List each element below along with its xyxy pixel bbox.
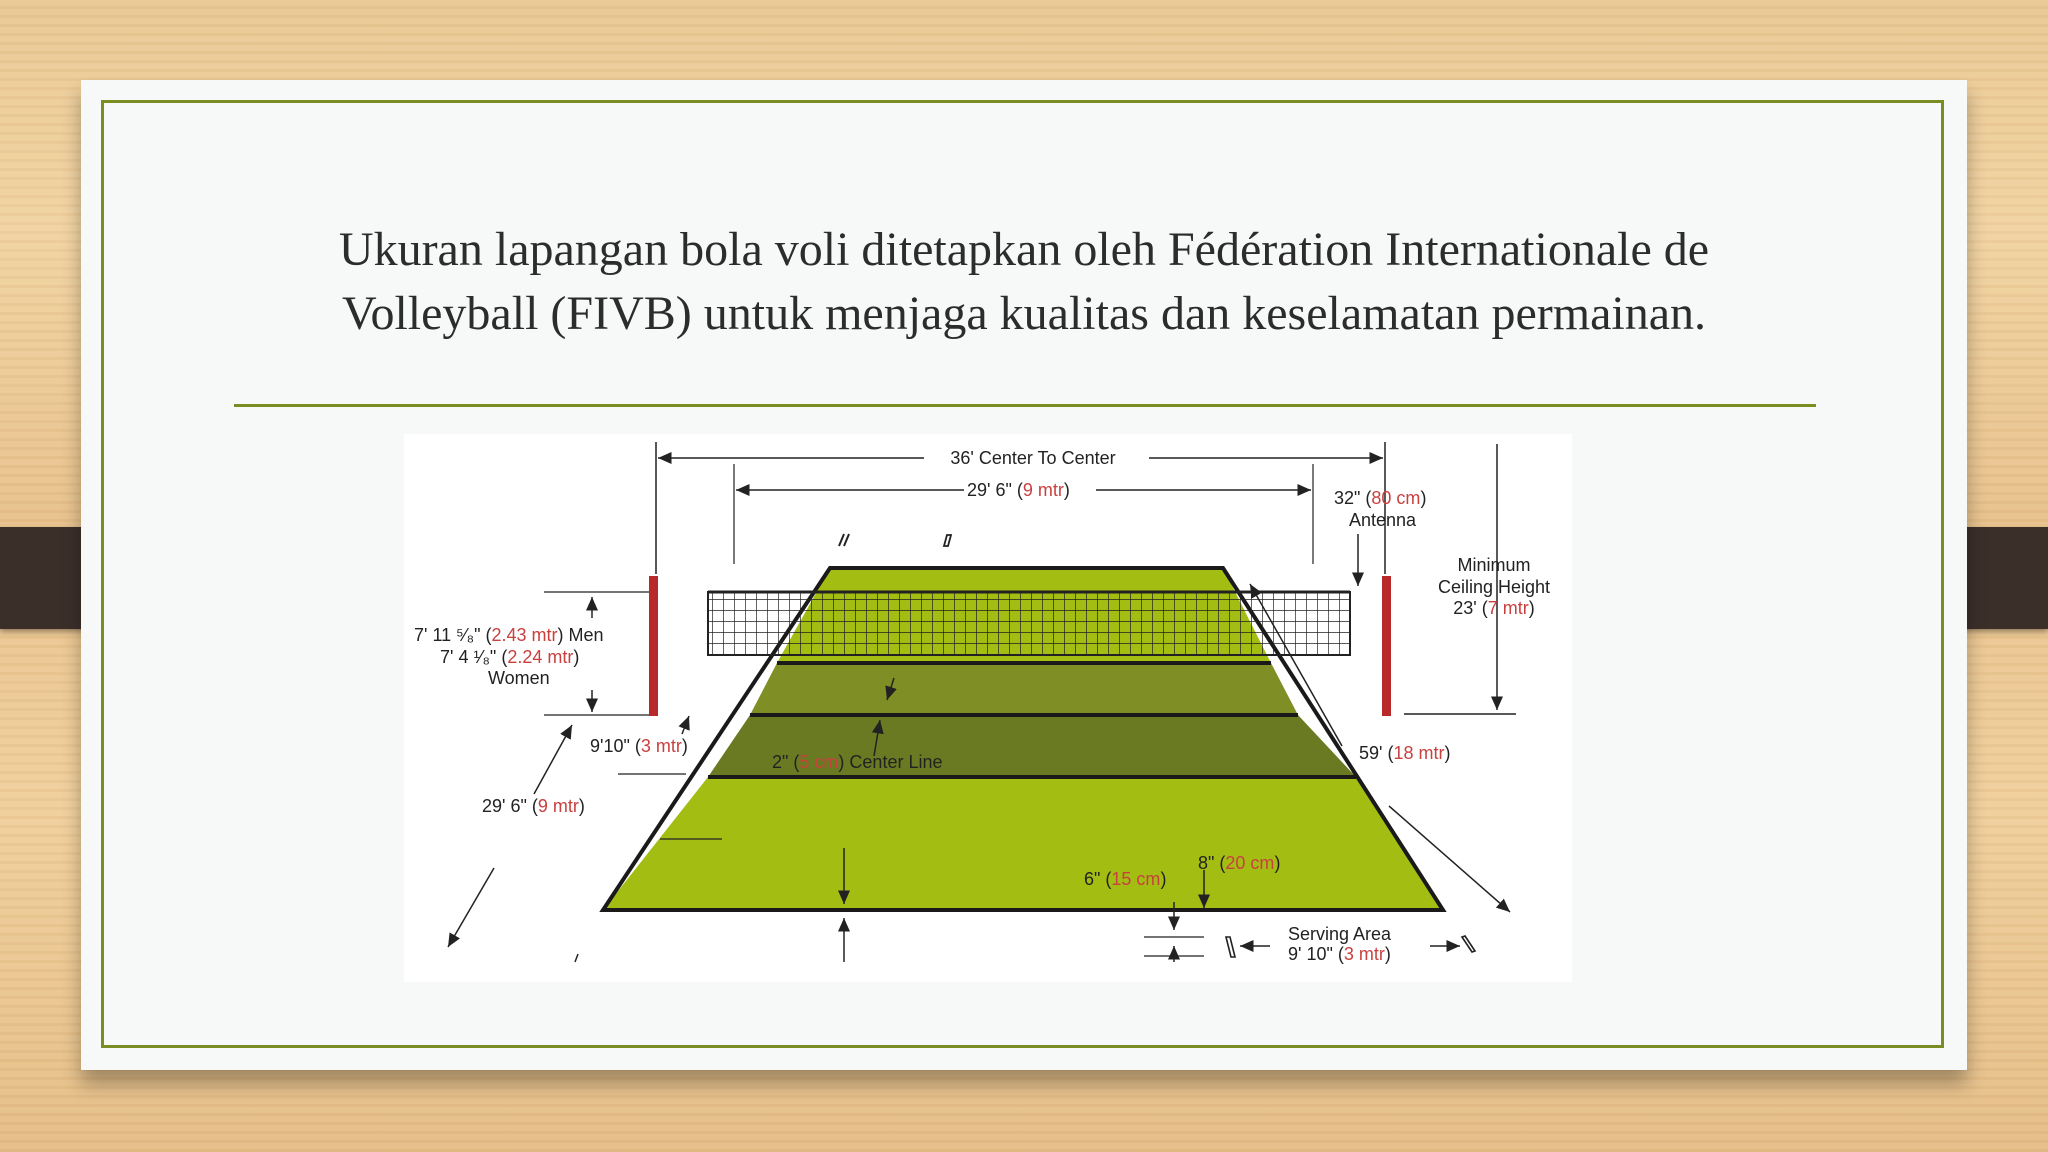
side-width-label: 29' 6" (9 mtr)	[482, 796, 585, 816]
center-to-center-label: 36' Center To Center	[950, 448, 1115, 468]
ceiling-height-value: 23' (7 mtr)	[1453, 598, 1534, 618]
serving-area-size: 9' 10" (3 mtr)	[1288, 944, 1391, 964]
attack-distance-arrow-up	[678, 715, 690, 735]
court-diagram-svg: 36' Center To Center 29' 6" (9 mtr) 32" …	[414, 442, 1550, 964]
title-divider	[234, 404, 1816, 407]
court-length-label: 59' (18 mtr)	[1359, 743, 1450, 763]
ceiling-line-2: Ceiling Height	[1438, 577, 1550, 597]
center-line-arrow-top	[885, 677, 897, 701]
court-outline	[599, 566, 1447, 912]
slide-title-line-2: Volleyball (FIVB) untuk menjaga kualitas…	[341, 287, 1707, 340]
center-line-arrow-bottom	[871, 719, 884, 757]
net-height-women-label: 7' 4 ¹⁄₈" (2.24 mtr)	[440, 647, 579, 667]
women-label: Women	[488, 668, 550, 688]
court-center-zone	[708, 715, 1356, 777]
antenna-mark-left	[838, 533, 850, 547]
ceiling-line-1: Minimum	[1457, 555, 1530, 575]
left-net-post	[649, 576, 658, 716]
eight-inch-label: 8" (20 cm)	[1198, 853, 1280, 873]
court-back-zone	[603, 777, 1443, 910]
net-height-men-label: 7' 11 ⁵⁄₈" (2.43 mtr) Men	[414, 625, 604, 645]
antenna-label: Antenna	[1349, 510, 1417, 530]
volleyball-court-diagram: 36' Center To Center 29' 6" (9 mtr) 32" …	[404, 434, 1572, 982]
length-arrow-down	[1388, 805, 1511, 913]
side-width-arrow-up	[533, 724, 573, 795]
serving-mark-left	[1224, 936, 1237, 958]
attack-line-distance-label: 9'10" (3 mtr)	[590, 736, 688, 756]
slide-frame-border	[101, 100, 1944, 1048]
serving-mark-right	[1460, 935, 1477, 953]
side-width-arrow-down	[447, 867, 495, 948]
antenna-height-label: 32" (80 cm)	[1334, 488, 1426, 508]
volleyball-net	[707, 591, 1351, 656]
slide-title-line-1: Ukuran lapangan bola voli ditetapkan ole…	[338, 223, 1710, 276]
center-line-label: 2" (5 cm) Center Line	[772, 752, 942, 772]
court-attack-zone	[750, 663, 1298, 715]
corner-tick	[574, 953, 579, 963]
length-arrow-up	[1249, 583, 1343, 747]
antenna-mark-right	[942, 534, 953, 547]
right-net-post	[1382, 576, 1391, 716]
width-label: 29' 6" (9 mtr)	[967, 480, 1070, 500]
slide-title: Ukuran lapangan bola voli ditetapkan ole…	[236, 218, 1812, 346]
serving-area-label: Serving Area	[1288, 924, 1392, 944]
six-inch-label: 6" (15 cm)	[1084, 869, 1166, 889]
